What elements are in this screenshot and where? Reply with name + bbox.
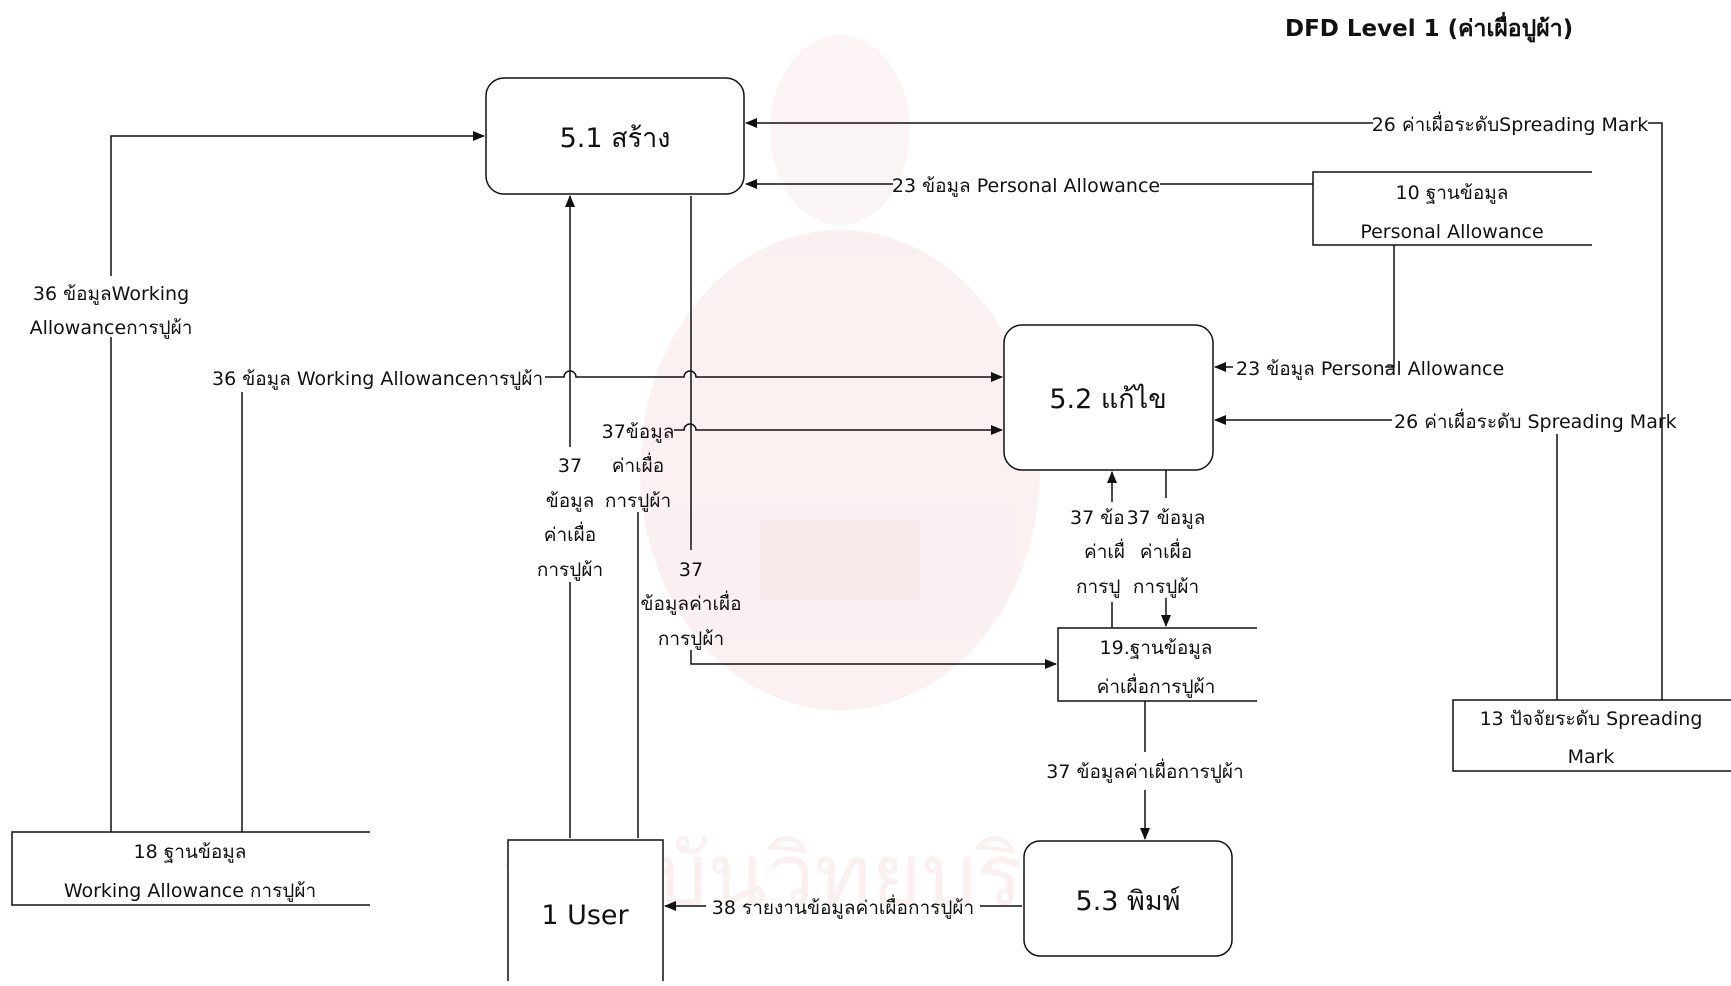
flow-label-user-edit-2: ค่าเผื่อ — [612, 452, 664, 477]
process-print-label: 5.3 พิมพ์ — [1076, 885, 1181, 917]
datastore-working-line2: Working Allowance การปูผ้า — [64, 880, 316, 902]
flow-label-edit-store-3: การปูผ้า — [1133, 576, 1199, 598]
flow-label-create-store-2: ข้อมูลค่าเผื่อ — [641, 590, 742, 615]
flow-label-store-edit-3: การปู — [1076, 576, 1120, 598]
flow-label-user-edit-1: 37ข้อมูล — [602, 421, 675, 443]
datastore-allowance[interactable]: 19.ฐานข้อมูล ค่าเผื่อการปูผ้า — [1057, 627, 1257, 702]
flow-label-working-create-1: 36 ข้อมูลWorking — [33, 283, 189, 305]
flow-label-working-create-2: Allowanceการปูผ้า — [30, 317, 193, 339]
flow-label-store-print: 37 ข้อมูลค่าเผื่อการปูผ้า — [1046, 758, 1243, 783]
datastore-personal-line2: Personal Allowance — [1360, 221, 1543, 243]
flow-label-working-edit: 36 ข้อมูล Working Allowanceการปูผ้า — [212, 368, 543, 390]
flow-label-user-edit-3: การปูผ้า — [605, 490, 671, 512]
datastore-spreading[interactable]: 13 ปัจจัยระดับ Spreading Mark — [1452, 699, 1731, 772]
entity-user-label: 1 User — [541, 900, 629, 931]
flow-label-user-create-4: การปูผ้า — [537, 559, 603, 581]
flow-label-user-create-3: ค่าเผื่อ — [544, 521, 596, 546]
flow-label-spread-create: 26 ค่าเผื่อระดับSpreading Mark — [1372, 111, 1649, 136]
datastore-personal-line1: 10 ฐานข้อมูล — [1396, 182, 1509, 204]
datastore-spreading-line2: Mark — [1568, 746, 1615, 768]
datastore-allowance-line1: 19.ฐานข้อมูล — [1100, 637, 1213, 659]
process-create-label: 5.1 สร้าง — [560, 123, 671, 154]
flow-label-personal-edit: 23 ข้อมูล Personal Allowance — [1236, 358, 1504, 380]
process-create[interactable]: 5.1 สร้าง — [485, 77, 745, 195]
flow-line-personal-edit — [1385, 245, 1395, 368]
process-print[interactable]: 5.3 พิมพ์ — [1023, 840, 1233, 957]
flow-label-personal-create: 23 ข้อมูล Personal Allowance — [892, 175, 1160, 197]
flow-label-edit-store-2: ค่าเผื่อ — [1140, 538, 1192, 563]
datastore-spreading-line1: 13 ปัจจัยระดับ Spreading — [1480, 708, 1703, 730]
flow-label-edit-store-1: 37 ข้อมูล — [1127, 507, 1206, 529]
flow-label-store-edit-2: ค่าเผื่ — [1084, 538, 1125, 563]
datastore-personal[interactable]: 10 ฐานข้อมูล Personal Allowance — [1312, 171, 1592, 246]
flow-line-spread-create — [1648, 122, 1663, 700]
process-edit-label: 5.2 แก้ไข — [1049, 384, 1166, 415]
datastore-allowance-line2: ค่าเผื่อการปูผ้า — [1097, 673, 1216, 698]
entity-user[interactable]: 1 User — [507, 839, 664, 986]
flow-label-print-user: 38 รายงานข้อมูลค่าเผื่อการปูผ้า — [712, 894, 974, 919]
process-edit[interactable]: 5.2 แก้ไข — [1003, 324, 1214, 471]
flow-label-user-create-2: ข้อมูล — [546, 490, 595, 512]
datastore-working[interactable]: 18 ฐานข้อมูล Working Allowance การปูผ้า — [11, 831, 370, 906]
flow-label-create-store-1: 37 — [679, 559, 703, 581]
flow-label-store-edit-1: 37 ข้อ — [1070, 507, 1125, 529]
datastore-working-line1: 18 ฐานข้อมูล — [134, 841, 247, 863]
flow-label-create-store-3: การปูผ้า — [658, 628, 724, 650]
diagram-title: DFD Level 1 (ค่าเผื่อปูผ้า) — [1285, 11, 1573, 43]
flow-label-user-create-1: 37 — [558, 455, 582, 477]
flow-label-spread-edit: 26 ค่าเผื่อระดับ Spreading Mark — [1394, 408, 1677, 433]
